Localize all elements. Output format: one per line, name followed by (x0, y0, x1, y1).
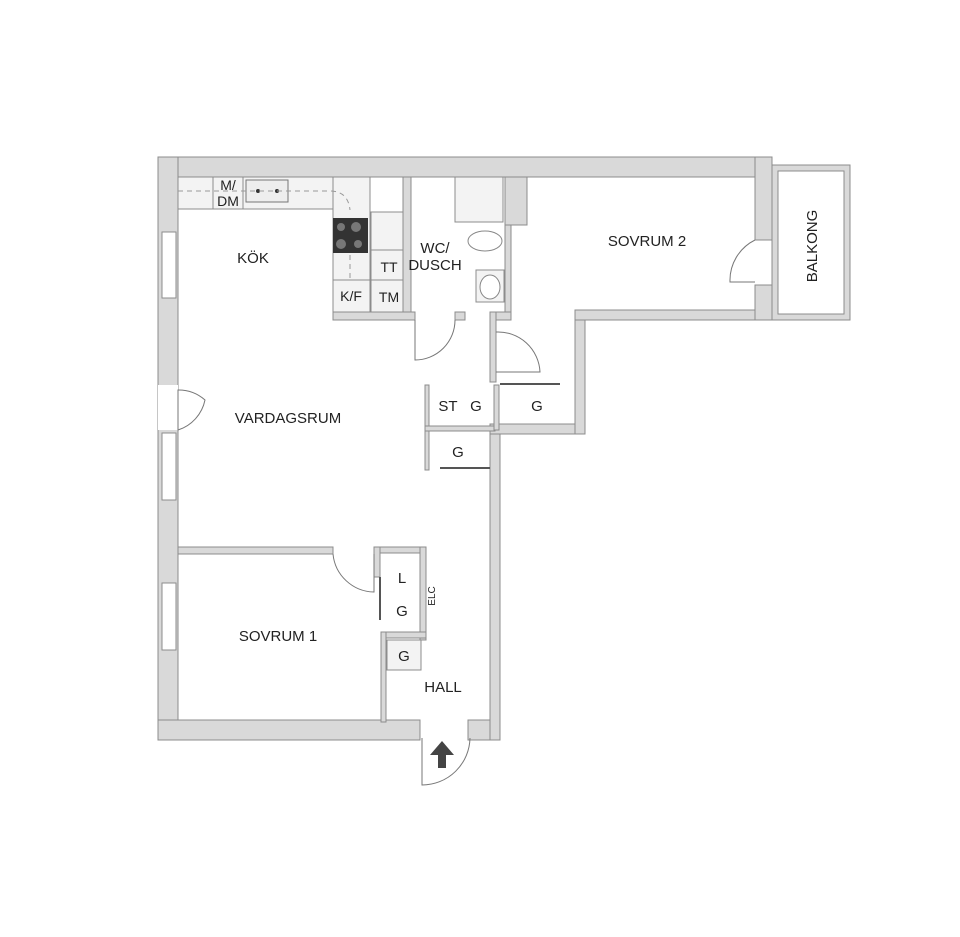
entrance-arrow-icon (430, 741, 454, 768)
fixture-wardrobe: G (398, 648, 410, 665)
fixture-dishwasher: DM (217, 193, 239, 209)
room-label-bedroom1: SOVRUM 1 (239, 628, 317, 645)
toilet-icon (467, 230, 503, 252)
wardrobe-hall (386, 639, 422, 671)
fixture-wardrobe: G (470, 398, 482, 415)
fixture-washer: TM (379, 289, 399, 305)
window (161, 582, 177, 651)
fixture-linen: L (398, 570, 406, 587)
room-label-balcony: BALKONG (804, 210, 821, 283)
room-label-bedroom2: SOVRUM 2 (608, 233, 686, 250)
fixture-wardrobe: G (452, 444, 464, 461)
fixture-storage: ST (438, 398, 457, 415)
fixture-fridge-freezer: K/F (340, 288, 362, 304)
fixture-dryer: TT (380, 259, 398, 275)
fixture-electrical: ELC (427, 586, 438, 605)
window (161, 432, 177, 501)
fixture-microwave: M/ (220, 177, 236, 193)
kitchen-counter (177, 176, 404, 313)
fixture-wardrobe: G (396, 603, 408, 620)
window (161, 231, 177, 299)
room-label-kitchen: KÖK (237, 249, 269, 267)
fixture-wardrobe: G (531, 398, 543, 415)
room-label-bathroom: WC/ (420, 240, 450, 257)
room-label-hall: HALL (424, 679, 462, 696)
room-label-living: VARDAGSRUM (235, 410, 341, 427)
shower-icon (454, 176, 504, 223)
doors (177, 239, 756, 786)
room-label-bathroom: DUSCH (408, 257, 461, 274)
